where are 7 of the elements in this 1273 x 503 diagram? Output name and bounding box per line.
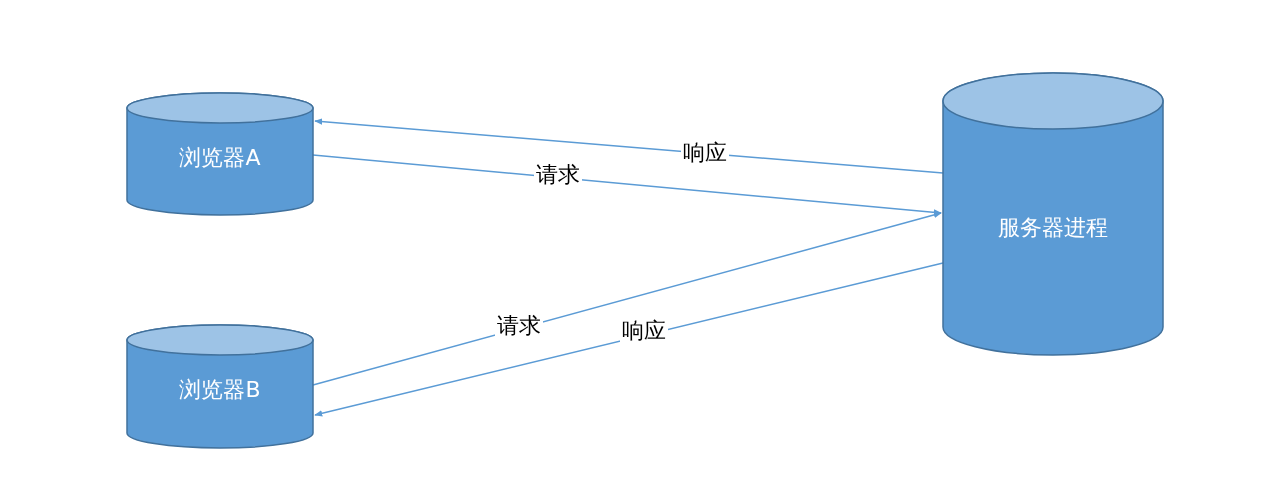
arrow [314,262,944,417]
arrow [312,211,942,386]
node-label: 服务器进程 [997,214,1109,242]
node-label: 浏览器A [178,144,262,172]
arrow [314,118,944,174]
arrow [312,154,942,216]
node-label: 浏览器B [178,376,262,404]
